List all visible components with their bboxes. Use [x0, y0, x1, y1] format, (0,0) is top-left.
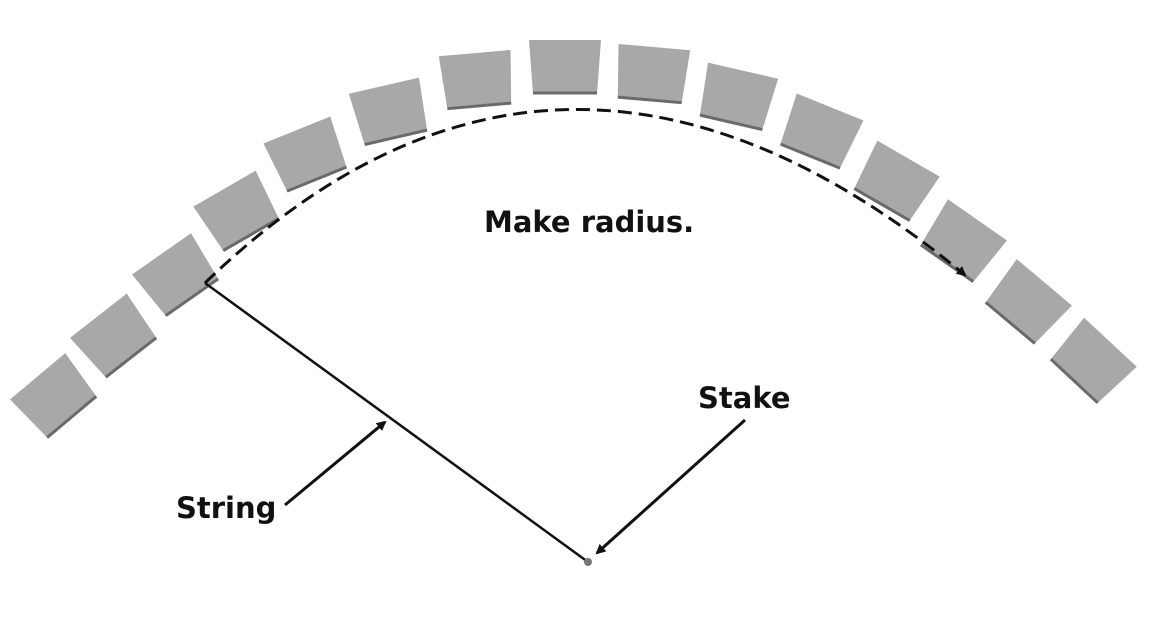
paver-block [263, 116, 347, 193]
paver-blocks [10, 40, 1137, 439]
radius-arc-dashed [203, 108, 967, 285]
paver-block [1049, 317, 1137, 404]
paver-block [132, 233, 219, 317]
paver-block [70, 293, 158, 379]
title-label: Make radius. [484, 205, 695, 239]
string-pointer-arrow [284, 420, 387, 507]
paver-block [10, 353, 98, 439]
paver-block [529, 40, 601, 95]
paver-block [348, 77, 428, 146]
stake-label: Stake [698, 381, 791, 415]
paver-block [617, 43, 691, 105]
stake-point [584, 558, 592, 566]
string-label: String [176, 491, 277, 525]
paver-block [699, 62, 779, 131]
paver-block [438, 49, 512, 111]
paver-block [853, 140, 940, 222]
paver-block [780, 93, 864, 170]
string-line [204, 281, 589, 564]
stake-pointer-arrow [595, 418, 747, 555]
paver-block [193, 170, 280, 252]
paver-block [984, 259, 1072, 345]
